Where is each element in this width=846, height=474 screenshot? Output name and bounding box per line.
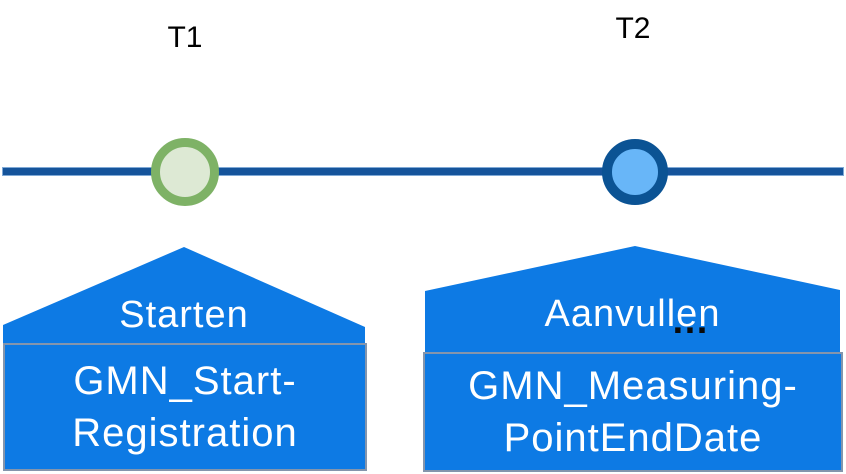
- callout-event-box-t1: GMN_Start- Registration: [3, 343, 367, 471]
- event-name-line2-t1: Registration: [72, 411, 298, 455]
- milestone-marker-t1-icon: [151, 138, 219, 206]
- callout-roof-t2: Aanvullen: [425, 246, 840, 352]
- time-label-t2: T2: [615, 12, 651, 45]
- callout-action-label-t1: Starten: [119, 294, 249, 336]
- ellipsis-more-indicator: …: [671, 300, 709, 342]
- callout-action-label-t2: Aanvullen: [544, 293, 721, 335]
- event-name-line1-t1: GMN_Start-: [73, 359, 297, 403]
- time-label-t1: T1: [167, 21, 203, 54]
- milestone-marker-t2-icon: [602, 139, 668, 205]
- callout-event-box-t2: GMN_Measuring- PointEndDate: [423, 352, 843, 472]
- callout-roof-t1: Starten: [3, 247, 365, 347]
- timeline-line: [2, 167, 844, 176]
- event-name-line2-t2: PointEndDate: [503, 416, 763, 460]
- event-name-line1-t2: GMN_Measuring-: [468, 364, 798, 408]
